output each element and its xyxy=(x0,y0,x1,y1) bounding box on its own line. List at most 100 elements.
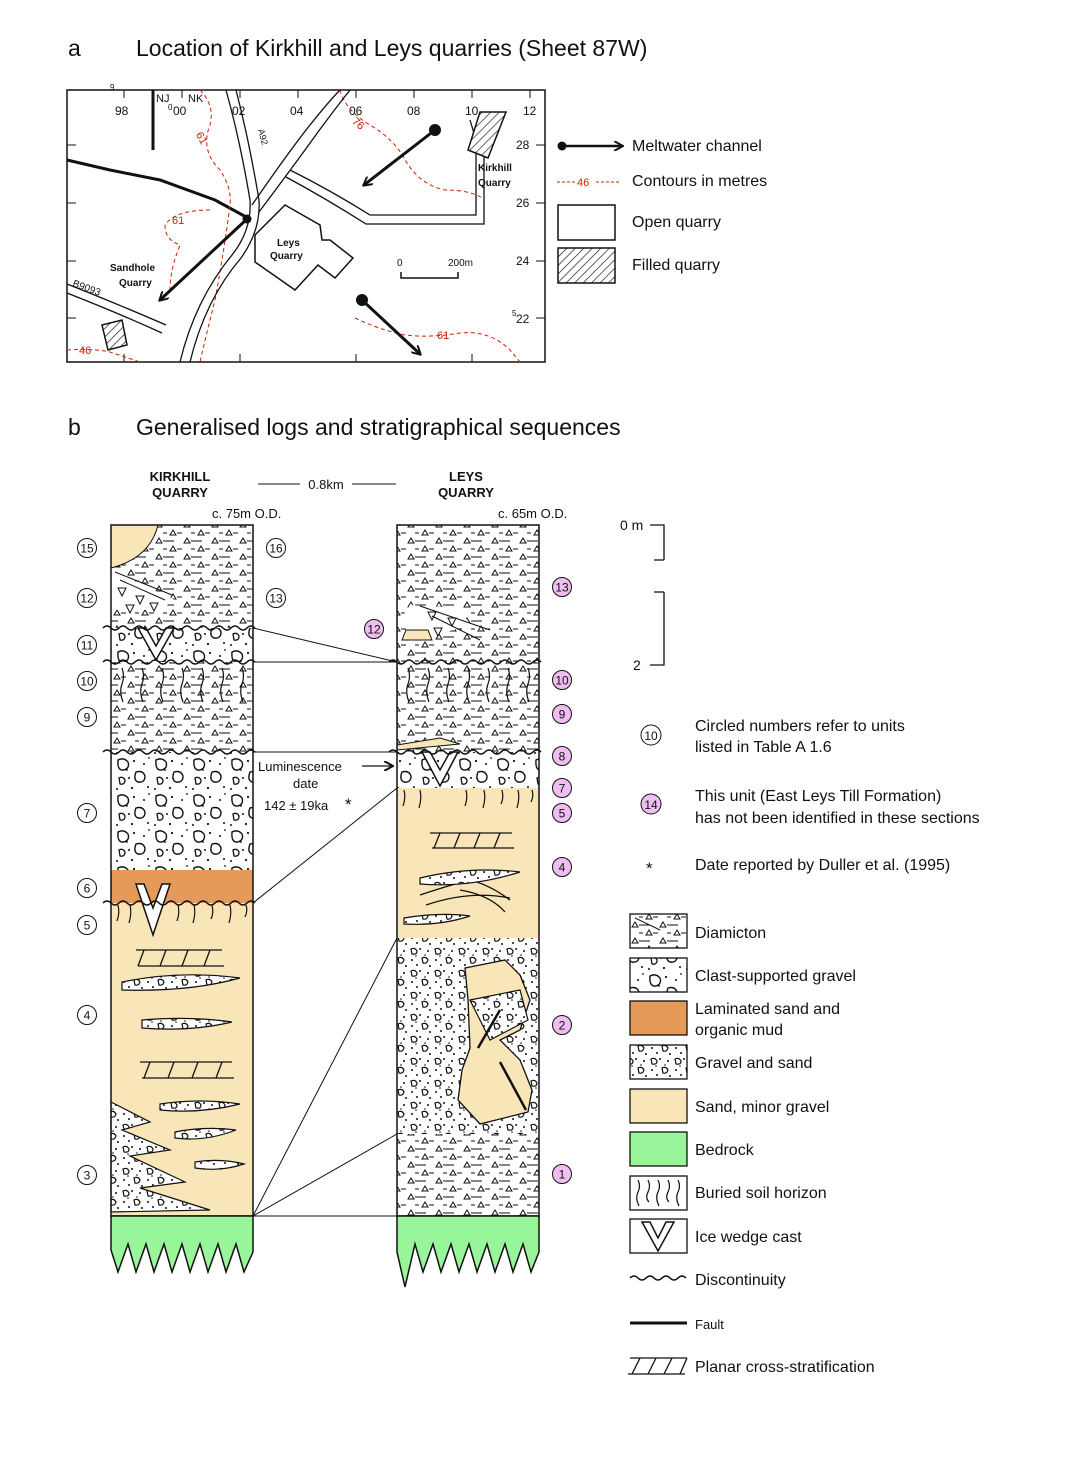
kirkhill-unit-10-soil xyxy=(120,667,245,703)
legend-bedrock: Bedrock xyxy=(629,1131,755,1167)
grid-label-28: 28 xyxy=(516,138,530,152)
unit-label-kh-left-units-7: 7 xyxy=(77,803,97,823)
kirkhill-quarry-shape xyxy=(467,111,508,159)
leys-unit-12-sand-lens xyxy=(401,629,433,641)
kirkhill-quarry-label-1: Kirkhill xyxy=(478,163,512,174)
legend-soil: Buried soil horizon xyxy=(629,1175,827,1211)
distance-label: 0.8km xyxy=(308,477,343,492)
legend-planar: Planar cross-stratification xyxy=(628,1357,875,1376)
contour-label-61-c: 61 xyxy=(437,330,449,342)
svg-text:12: 12 xyxy=(367,623,381,637)
grid-label-22: 22 xyxy=(516,312,530,326)
legend-clast-gravel-label: Clast-supported gravel xyxy=(695,968,856,985)
svg-text:10: 10 xyxy=(80,675,94,689)
contour-label-61-a: 61 xyxy=(193,130,210,147)
sandhole-quarry-label-2: Quarry xyxy=(119,278,152,289)
leys-discontinuities xyxy=(388,659,542,755)
grid-label-nk: NK xyxy=(188,93,204,105)
panel-b-letter: b xyxy=(68,414,81,440)
log-notes: 10 Circled numbers refer to units listed… xyxy=(640,718,980,878)
road-label-a92: A92 xyxy=(256,128,270,146)
channel-2 xyxy=(360,298,420,354)
scale-2: 2 xyxy=(633,657,641,673)
note-pink-unit: 14 This unit (East Leys Till Formation) … xyxy=(640,788,980,827)
kirkhill-unit-6-laminated xyxy=(111,870,253,903)
svg-text:10: 10 xyxy=(555,674,569,688)
grid-label-12: 12 xyxy=(523,104,537,118)
svg-text:13: 13 xyxy=(555,581,569,595)
panel-a-letter: a xyxy=(68,35,81,61)
kirkhill-unit-7-gravel xyxy=(111,752,253,870)
leys-unit-13-diamicton xyxy=(397,525,539,662)
leys-od: c. 65m O.D. xyxy=(498,506,567,521)
unit-label-kh-right-units-13: 13 xyxy=(266,588,286,608)
legend-filled-quarry-swatch xyxy=(557,247,616,284)
legend-laminated: Laminated sand and organic mud xyxy=(629,1000,840,1039)
leys-quarry-shape xyxy=(254,204,355,291)
legend-planar-label: Planar cross-stratification xyxy=(695,1359,875,1376)
unit-label-kh-left-units-3: 3 xyxy=(77,1165,97,1185)
svg-text:15: 15 xyxy=(80,542,94,556)
legend-contours-label: Contours in metres xyxy=(632,173,767,190)
legend-laminated-label-1: Laminated sand and xyxy=(695,1001,840,1018)
unit-label-leys-units-7: 7 xyxy=(552,778,572,798)
leys-unit-1-diamicton xyxy=(397,1134,539,1216)
contour-label-61-b: 61 xyxy=(172,215,184,227)
unit-label-leys-units-10: 10 xyxy=(552,670,572,690)
sheet-boundary xyxy=(66,90,249,220)
scale-label-200m: 200m xyxy=(448,258,473,269)
svg-text:4: 4 xyxy=(84,1009,91,1023)
correlation-lines xyxy=(252,627,398,1217)
grid-label-nj: NJ xyxy=(156,93,169,105)
svg-text:4: 4 xyxy=(559,861,566,875)
unit-label-kh-right-units-16: 16 xyxy=(266,538,286,558)
kirkhill-log xyxy=(102,524,256,1275)
legend-filled-quarry-label: Filled quarry xyxy=(632,257,720,274)
svg-text:16: 16 xyxy=(269,542,283,556)
svg-text:2: 2 xyxy=(559,1019,566,1033)
panel-b-title-text: Generalised logs and stratigraphical seq… xyxy=(136,414,621,440)
note-circled-line-1: Circled numbers refer to units xyxy=(695,718,905,735)
note-pink-line-2: has not been identified in these section… xyxy=(695,810,980,827)
grid-sup-22: 5 xyxy=(512,309,517,318)
legend-open-quarry: Open quarry xyxy=(557,204,721,241)
svg-text:7: 7 xyxy=(84,807,91,821)
note-pink-line-1: This unit (East Leys Till Formation) xyxy=(695,788,941,805)
unit-label-leys-units-2: 2 xyxy=(552,1015,572,1035)
grid-label-00: 00 xyxy=(173,104,187,118)
kirkhill-od: c. 75m O.D. xyxy=(212,506,281,521)
unit-label-leys-units-4: 4 xyxy=(552,857,572,877)
kirkhill-unit-11-gravel xyxy=(111,628,253,662)
grid-label-08: 08 xyxy=(407,104,421,118)
unit-label-leys-units-9: 9 xyxy=(552,704,572,724)
map-scale-bar: 0 200m xyxy=(397,258,473,279)
legend-gravel-sand-label: Gravel and sand xyxy=(695,1055,812,1072)
location-map: 9 98 0 00 02 04 06 08 10 12 NJ NK 28 26 … xyxy=(66,83,546,363)
contours xyxy=(66,89,521,363)
kirkhill-gravel-lenses xyxy=(110,974,247,1213)
legend-sand-label: Sand, minor gravel xyxy=(695,1099,829,1116)
svg-text:3: 3 xyxy=(84,1169,91,1183)
legend-open-quarry-label: Open quarry xyxy=(632,214,721,231)
leys-unit-9-10-diamicton xyxy=(397,662,539,752)
sandhole-quarry-shape xyxy=(101,319,128,351)
kirkhill-header-2: QUARRY xyxy=(152,485,208,500)
kirkhill-unit-12-marks xyxy=(114,571,173,615)
svg-text:1: 1 xyxy=(559,1168,566,1182)
unit-label-leys-units-5: 5 xyxy=(552,803,572,823)
leys-gravel-lens-1 xyxy=(419,869,521,886)
leys-unit-7-gravel xyxy=(397,752,539,788)
panel-a-title-text: Location of Kirkhill and Leys quarries (… xyxy=(136,35,648,61)
kirkhill-discontinuities xyxy=(102,625,256,906)
legend-fault: Fault xyxy=(630,1317,724,1332)
leys-faults xyxy=(476,1009,528,1111)
leys-header-1: LEYS xyxy=(449,469,483,484)
leys-header-2: QUARRY xyxy=(438,485,494,500)
channel-1 xyxy=(364,128,436,185)
luminescence-annotation: Luminescence date 142 ± 19ka * xyxy=(258,759,392,814)
unit-label-kh-left-units-9: 9 xyxy=(77,707,97,727)
note-circled-sample: 10 xyxy=(644,729,658,743)
